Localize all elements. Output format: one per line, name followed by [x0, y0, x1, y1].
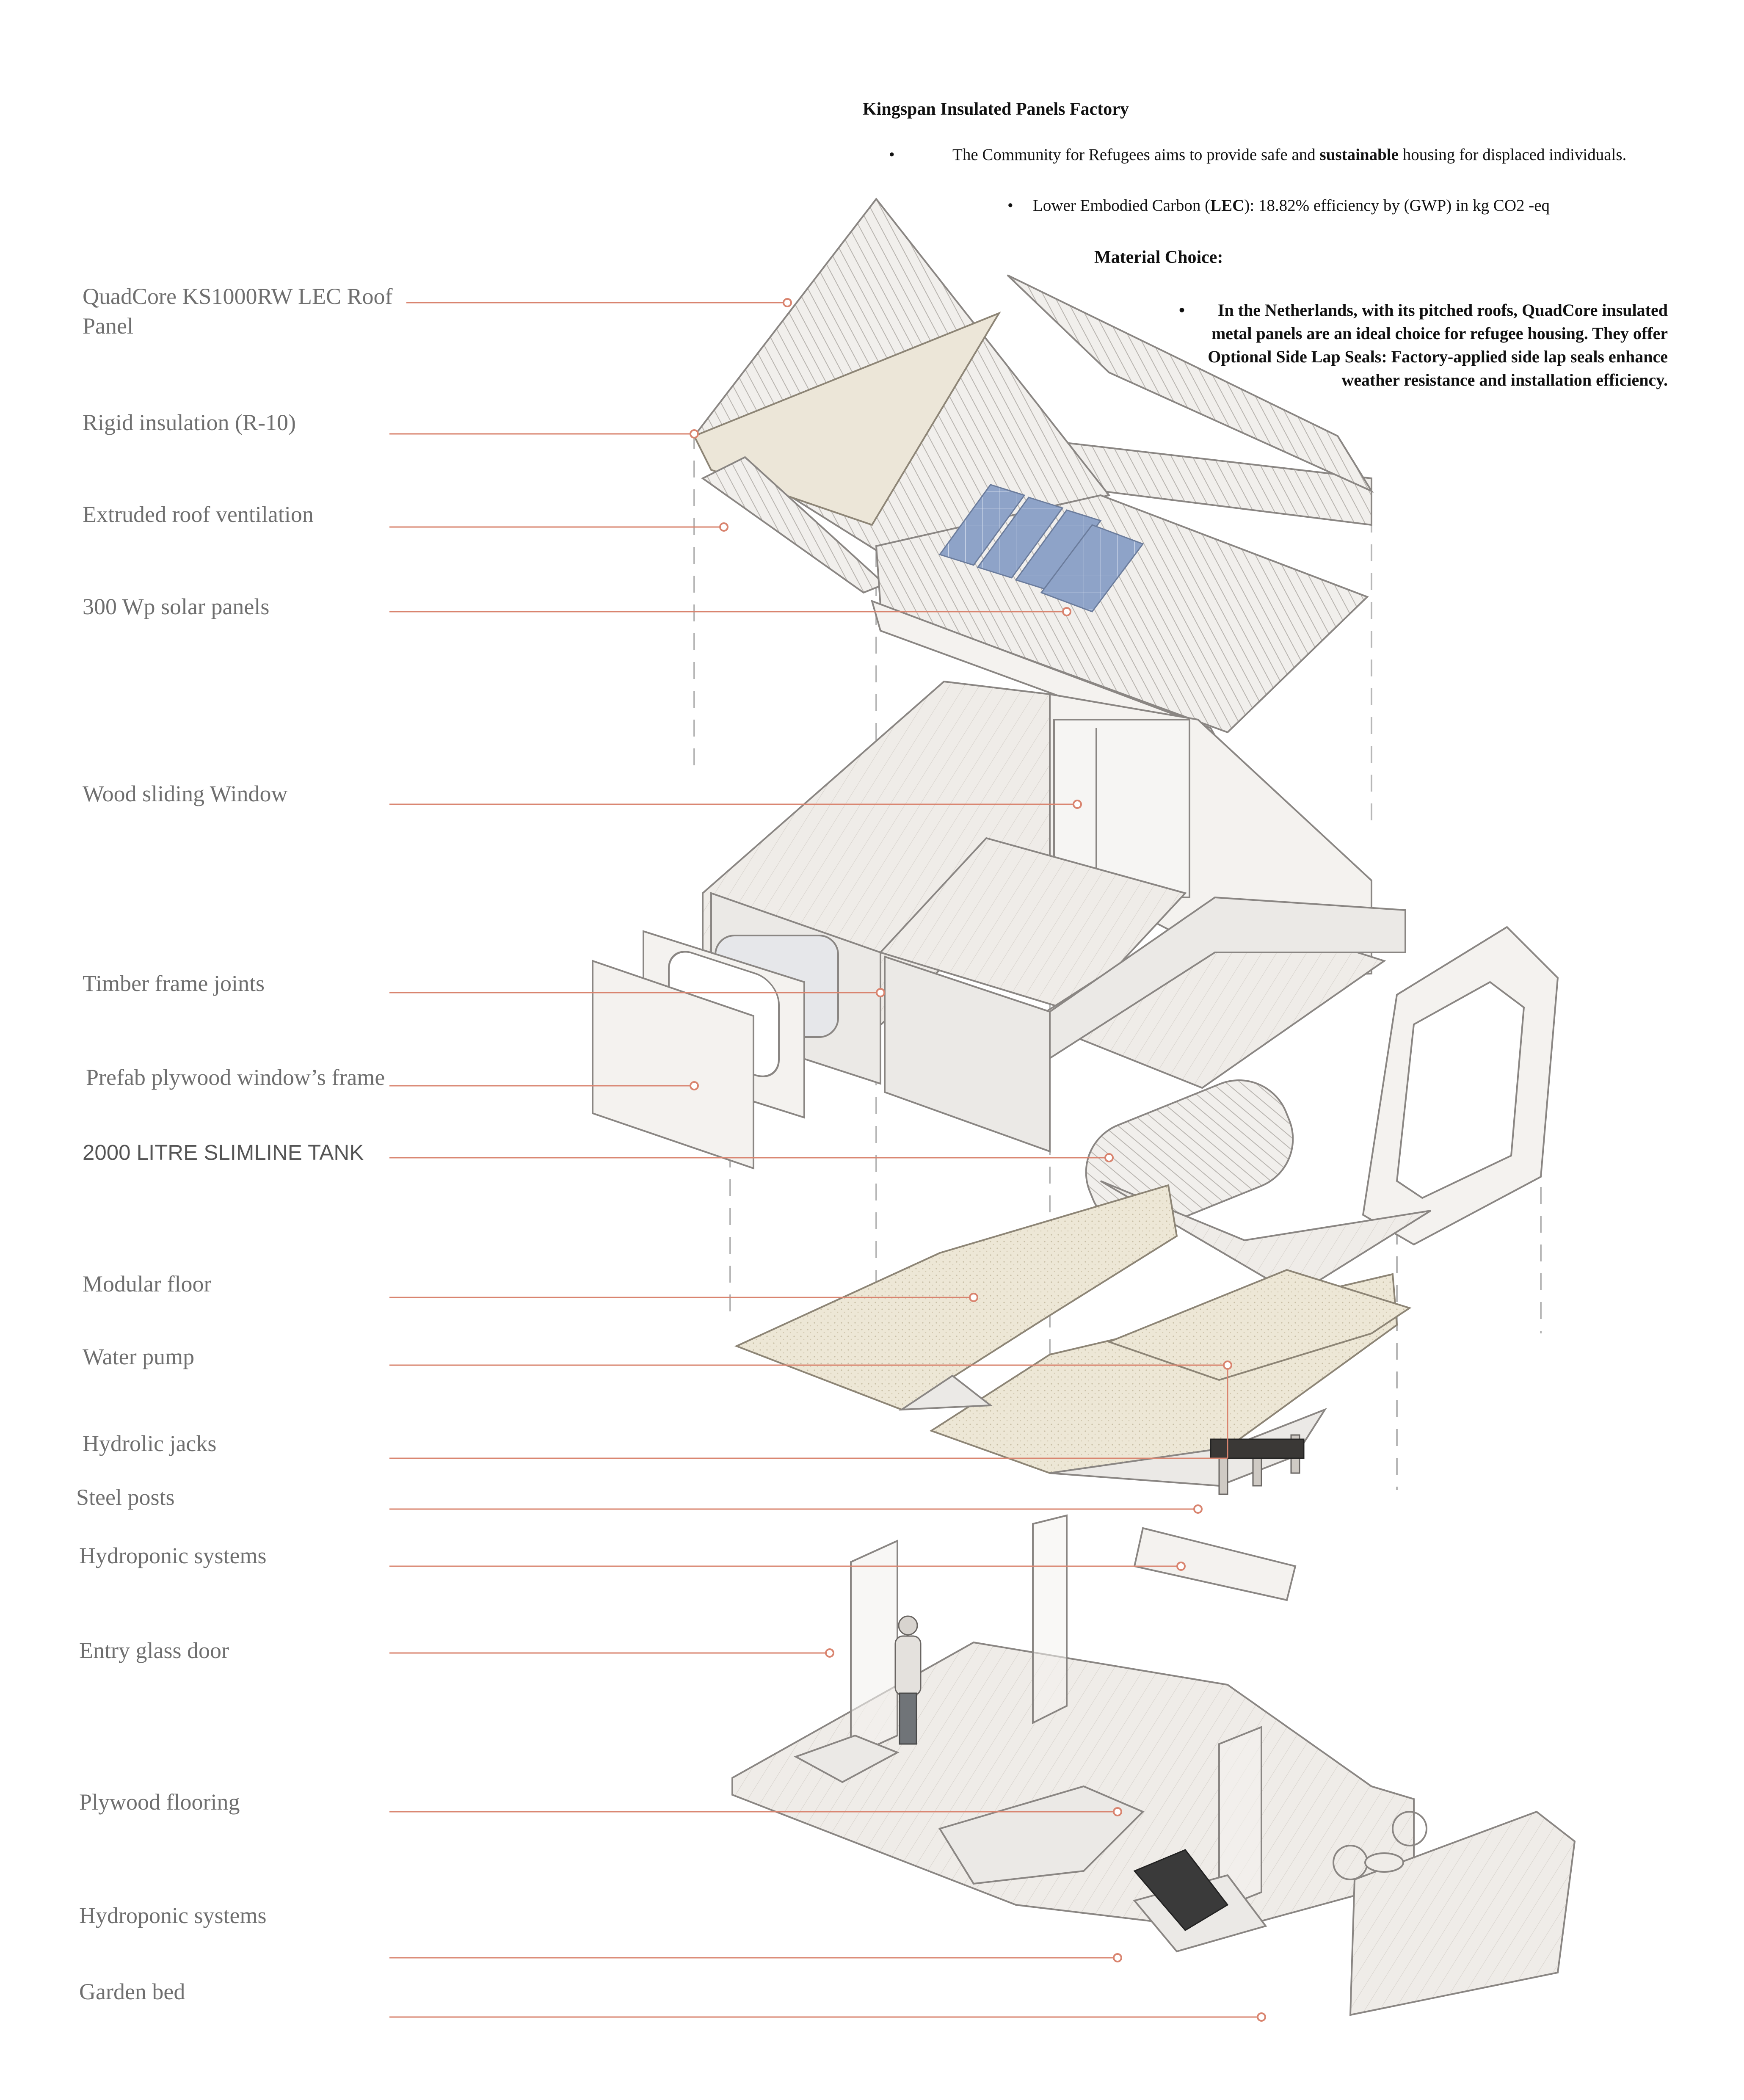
material-choice-body: • In the Netherlands, with its pitched ro…: [1179, 298, 1668, 392]
leader-endpoints: [690, 298, 1266, 2022]
leader-lines: [389, 302, 1261, 2018]
label-entry-glass-door: Entry glass door: [79, 1638, 229, 1663]
label-window-frame: Prefab plywood window’s frame: [86, 1065, 385, 1090]
label-water-tank: 2000 LITRE SLIMLINE TANK: [83, 1140, 364, 1165]
label-hydroponic-systems-lower: Hydroponic systems: [79, 1903, 267, 1928]
label-roof-panel: QuadCore KS1000RW LEC Roof Panel: [83, 284, 393, 339]
label-plywood-flooring: Plywood flooring: [79, 1789, 240, 1815]
notes-bullet-community: •The Community for Refugees aims to prov…: [889, 146, 1627, 164]
label-solar-panels: 300 Wp solar panels: [83, 594, 270, 619]
label-modular-floor: Modular floor: [83, 1271, 212, 1297]
notes-title: Kingspan Insulated Panels Factory: [863, 99, 1129, 119]
ground-floor-assembly: [731, 1514, 1576, 2016]
water-tank: [1085, 1079, 1294, 1232]
label-hydraulic-jacks: Hydrolic jacks: [83, 1431, 217, 1456]
solar-panels: [938, 484, 1144, 613]
label-steel-posts: Steel posts: [76, 1485, 175, 1510]
window-frames: [592, 930, 805, 1170]
notes-bullet-lec: • Lower Embodied Carbon (LEC): 18.82% eff…: [1007, 195, 1668, 217]
outdoor-chairs: [1333, 1811, 1427, 1880]
bullet-2-text-bold: LEC: [1210, 196, 1245, 215]
bullet-1-text-post: housing for displaced individuals.: [1398, 146, 1627, 164]
person-figure: [894, 1615, 922, 1745]
label-garden-bed: Garden bed: [79, 1979, 185, 2004]
label-roof-ventilation: Extruded roof ventilation: [83, 502, 314, 527]
material-choice-title: Material Choice:: [1094, 248, 1223, 267]
label-rigid-insulation: Rigid insulation (R-10): [83, 410, 296, 435]
hydraulic-jacks: [1210, 1434, 1305, 1495]
label-hydroponic-systems-upper: Hydroponic systems: [79, 1543, 267, 1568]
material-choice-text: In the Netherlands, with its pitched roo…: [1208, 301, 1668, 389]
bullet-1-text-pre: The Community for Refugees aims to provi…: [952, 146, 1320, 164]
bullet-dot: •: [1179, 301, 1185, 320]
label-water-pump: Water pump: [83, 1344, 195, 1369]
label-timber-joints: Timber frame joints: [83, 971, 265, 996]
roof-assembly: [693, 197, 1374, 759]
bullet-2-text-pre: Lower Embodied Carbon (: [1033, 196, 1211, 215]
module-assembly: [592, 680, 1559, 1297]
bullet-2-text-post: ): 18.82% efficiency by (GWP) in kg CO2 …: [1244, 196, 1550, 215]
bullet-dot: •: [1007, 196, 1013, 215]
bullet-1-text-bold: sustainable: [1319, 146, 1399, 164]
label-sliding-window: Wood sliding Window: [83, 781, 288, 806]
